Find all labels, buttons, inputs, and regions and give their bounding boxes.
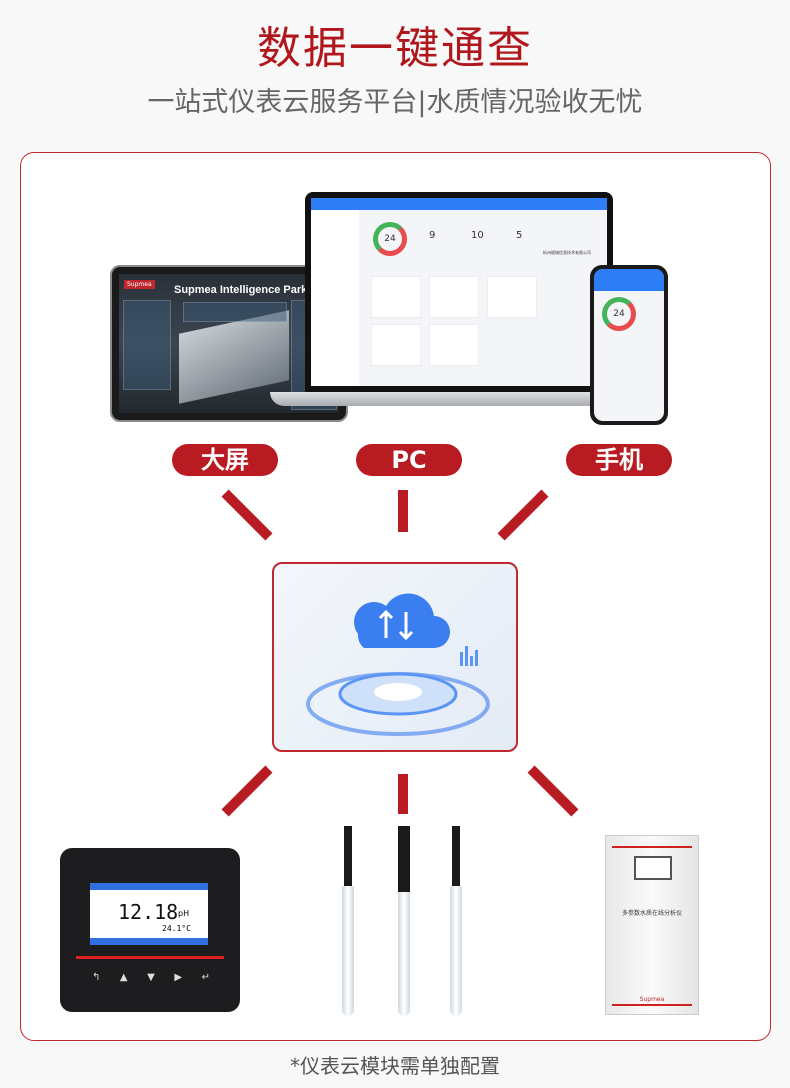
kpi-offline: 5	[516, 230, 523, 241]
device-card[interactable]	[371, 276, 421, 318]
kpi-alarm: 10	[471, 230, 484, 241]
sidebar	[311, 210, 359, 386]
left-panel	[123, 300, 171, 390]
ph-electrode	[342, 886, 354, 1016]
controller-display: 12.18 pH 24.1°C	[90, 883, 208, 945]
up-key-icon[interactable]: ▲	[119, 972, 128, 983]
ph-unit: pH	[178, 909, 190, 918]
app-header	[311, 198, 607, 210]
device-card[interactable]	[429, 324, 479, 366]
kpi-online: 9	[429, 230, 436, 241]
right-key-icon[interactable]: ▶	[174, 972, 183, 983]
cabinet-stripe	[612, 846, 692, 848]
ph-reading: 12.18	[118, 900, 179, 924]
electrode-cable	[398, 826, 410, 892]
cabinet-label: 多参数水质在线分析仪	[621, 910, 682, 917]
laptop-base	[270, 392, 648, 406]
electrode-cable	[344, 826, 352, 886]
ph-electrode	[450, 886, 462, 1016]
platform-mobile: 手机	[566, 444, 672, 476]
accent-strip	[76, 956, 224, 959]
phone-donut: 24	[602, 297, 636, 331]
top-panel	[183, 302, 287, 322]
device-card[interactable]	[371, 324, 421, 366]
electrode-cable	[452, 826, 460, 886]
enter-key-icon[interactable]: ↵	[201, 972, 210, 983]
brand-logo: Supmea	[124, 280, 155, 289]
cabinet-screen	[634, 856, 672, 880]
screen-title: Supmea Intelligence Park	[174, 284, 308, 296]
pc-laptop: 24 9 10 5 杭州缀城信息技术有限公司	[305, 192, 613, 392]
down-key-icon[interactable]: ▼	[147, 972, 155, 983]
ph-electrode	[398, 892, 410, 1016]
mobile-phone: 24	[590, 265, 668, 425]
company-name: 杭州缀城信息技术有限公司	[543, 250, 591, 255]
cabinet-stripe	[612, 1004, 692, 1006]
back-key-icon[interactable]: ↰	[92, 972, 101, 983]
cloud-hub-image	[272, 562, 518, 752]
cloud-icon	[306, 593, 490, 736]
big-screen-tablet: Supmea Supmea Intelligence Park	[110, 265, 348, 422]
footnote: *仪表云模块需单独配置	[290, 1054, 500, 1078]
temperature-reading: 24.1°C	[162, 924, 191, 933]
platform-big-screen: 大屏	[172, 444, 278, 476]
page-title: 数据一键通查	[257, 23, 533, 74]
ph-controller: 12.18 pH 24.1°C ↰ ▲ ▼ ▶ ↵	[60, 848, 240, 1012]
device-card[interactable]	[429, 276, 479, 318]
connector-line	[398, 774, 408, 814]
connector-line	[398, 490, 408, 532]
building-image	[179, 310, 289, 404]
phone-header	[594, 269, 664, 291]
analyzer-cabinet: 多参数水质在线分析仪 Supmea	[605, 835, 699, 1015]
cabinet-brand: Supmea	[639, 996, 665, 1003]
device-card[interactable]	[487, 276, 537, 318]
platform-pc: PC	[356, 444, 462, 476]
status-donut: 24	[373, 222, 407, 256]
page-subtitle: 一站式仪表云服务平台|水质情况验收无忧	[147, 87, 643, 118]
